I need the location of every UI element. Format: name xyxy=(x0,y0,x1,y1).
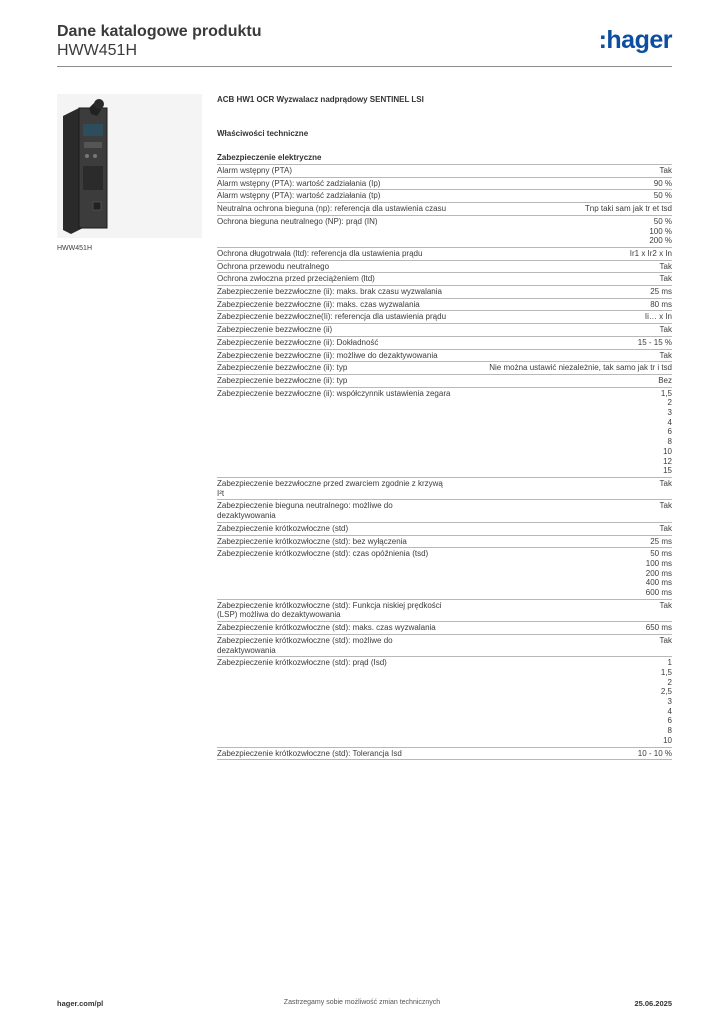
spec-label: Alarm wstępny (PTA): wartość zadziałania… xyxy=(217,178,381,188)
spec-row: Ochrona przewodu neutralnego Tak xyxy=(217,261,672,274)
spec-label: Zabezpieczenie bezzwłoczne (ii) xyxy=(217,325,333,335)
spec-label: Zabezpieczenie bezzwłoczne (ii): maks. c… xyxy=(217,299,420,309)
spec-label: Zabezpieczenie bezzwłoczne (ii): typ xyxy=(217,363,348,373)
spec-value: 10 - 10 % xyxy=(637,748,672,758)
spec-row: Zabezpieczenie krótkozwłoczne (std): prą… xyxy=(217,657,672,748)
spec-value: Tak xyxy=(659,261,672,271)
spec-value: Tak xyxy=(659,350,672,360)
spec-value: 90 % xyxy=(653,178,672,188)
spec-row: Ochrona zwłoczna przed przeciążeniem (lt… xyxy=(217,273,672,287)
product-code: HWW451H xyxy=(57,42,138,59)
spec-label: Zabezpieczenie krótkozwłoczne (std): bez… xyxy=(217,536,407,546)
spec-label: Zabezpieczenie bezzwłoczne (ii): współcz… xyxy=(217,388,451,398)
footer-website[interactable]: hager.com/pl xyxy=(57,999,104,1008)
spec-value: 650 ms xyxy=(645,623,672,633)
spec-value: 50 % 100 % 200 % xyxy=(649,216,672,246)
spec-label: Ochrona bieguna neutralnego (NP): prąd (… xyxy=(217,216,378,226)
section-title: Właściwości techniczne xyxy=(217,129,309,138)
spec-value: Tak xyxy=(659,274,672,284)
spec-row: Zabezpieczenie bezzwłoczne (ii): Dokładn… xyxy=(217,337,672,350)
spec-value: Tnp taki sam jak tr et tsd xyxy=(584,204,672,214)
spec-label: Alarm wstępny (PTA) xyxy=(217,166,292,175)
spec-row: Zabezpieczenie bezzwłoczne (ii): możliwe… xyxy=(217,350,672,363)
spec-label: Zabezpieczenie bezzwłoczne przed zwarcie… xyxy=(217,478,443,498)
spec-label: Zabezpieczenie krótkozwłoczne (std): moż… xyxy=(217,635,393,655)
spec-value: Ii… x In xyxy=(644,312,672,322)
spec-row: Ochrona bieguna neutralnego (NP): prąd (… xyxy=(217,216,672,248)
spec-value: Tak xyxy=(659,523,672,533)
spec-row: Zabezpieczenie bieguna neutralnego: możl… xyxy=(217,500,672,523)
product-image xyxy=(57,94,202,238)
spec-row: Zabezpieczenie krótkozwłoczne (std): bez… xyxy=(217,536,672,549)
trip-unit-illustration xyxy=(57,94,202,238)
spec-label: Neutralna ochrona bieguna (np): referenc… xyxy=(217,204,447,214)
image-caption: HWW451H xyxy=(57,245,93,252)
spec-row: Zabezpieczenie krótkozwłoczne (std): cza… xyxy=(217,548,672,600)
spec-label: Zabezpieczenie bezzwłoczne (ii): Dokładn… xyxy=(217,337,379,347)
spec-content: ACB HW1 OCR Wyzwalacz nadprądowy SENTINE… xyxy=(217,95,672,761)
hager-logo: :hager xyxy=(598,26,673,54)
spec-row: Zabezpieczenie bezzwłoczne(Ii): referenc… xyxy=(217,311,672,325)
spec-label: Zabezpieczenie krótkozwłoczne (std) xyxy=(217,523,349,533)
spec-label: Alarm wstępny (PTA): wartość zadziałania… xyxy=(217,191,381,201)
spec-label: Zabezpieczenie bezzwłoczne (ii): typ xyxy=(217,375,348,385)
page-header: Dane katalogowe produktu HWW451H xyxy=(57,22,677,60)
spec-value: 15 - 15 % xyxy=(637,337,672,347)
spec-row: Ochrona długotrwała (ltd): referencja dl… xyxy=(217,248,672,261)
spec-label: Ochrona zwłoczna przed przeciążeniem (lt… xyxy=(217,274,375,284)
spec-row: Neutralna ochrona bieguna (np): referenc… xyxy=(217,203,672,216)
spec-row: Zabezpieczenie krótkozwłoczne (std): mak… xyxy=(217,622,672,635)
spec-value: Tak xyxy=(659,166,672,175)
spec-value: 1,5 2 3 4 6 8 10 12 15 xyxy=(660,388,672,476)
subsection-title: Zabezpieczenie elektryczne xyxy=(217,153,322,162)
spec-value: Tak xyxy=(659,501,672,511)
spec-label: Zabezpieczenie krótkozwłoczne (std): Tol… xyxy=(217,748,402,758)
spec-row: Zabezpieczenie bezzwłoczne (ii) Tak xyxy=(217,324,672,337)
spec-row: Zabezpieczenie bezzwłoczne (ii): maks. b… xyxy=(217,286,672,299)
spec-row: Zabezpieczenie bezzwłoczne (ii): maks. c… xyxy=(217,299,672,312)
spec-label: Zabezpieczenie krótkozwłoczne (std): Fun… xyxy=(217,600,442,620)
spec-row: Zabezpieczenie bezzwłoczne (ii): typ Nie … xyxy=(217,362,672,375)
spec-label: Zabezpieczenie bezzwłoczne (ii): możliwe… xyxy=(217,350,438,360)
logo-text: hager xyxy=(606,26,672,54)
spec-value: Nie można ustawić niezależnie, tak samo … xyxy=(489,363,672,373)
spec-label: Zabezpieczenie krótkozwłoczne (std): cza… xyxy=(217,549,429,559)
spec-label: Zabezpieczenie krótkozwłoczne (std): mak… xyxy=(217,623,436,633)
product-name: ACB HW1 OCR Wyzwalacz nadprądowy SENTINE… xyxy=(217,95,424,104)
spec-label: Zabezpieczenie bezzwłoczne (ii): maks. b… xyxy=(217,287,442,297)
spec-value: 80 ms xyxy=(650,299,672,309)
spec-value: 50 ms 100 ms 200 ms 400 ms 600 ms xyxy=(645,549,672,598)
spec-row: Zabezpieczenie bezzwłoczne (ii): typ Bez xyxy=(217,375,672,388)
spec-row: Zabezpieczenie bezzwłoczne (ii): współcz… xyxy=(217,388,672,478)
spec-label: Zabezpieczenie bezzwłoczne(Ii): referenc… xyxy=(217,312,447,322)
spec-row: Zabezpieczenie bezzwłoczne przed zwarcie… xyxy=(217,478,672,501)
spec-label: Ochrona przewodu neutralnego xyxy=(217,261,330,271)
spec-row: Zabezpieczenie krótkozwłoczne (std): Fun… xyxy=(217,600,672,623)
footer-disclaimer: Zastrzegamy sobie możliwość zmian techni… xyxy=(283,999,441,1006)
spec-row: Alarm wstępny (PTA): wartość zadziałania… xyxy=(217,190,672,204)
header-divider xyxy=(57,66,672,67)
spec-row: Zabezpieczenie krótkozwłoczne (std) Tak xyxy=(217,523,672,536)
spec-row: Zabezpieczenie krótkozwłoczne (std): moż… xyxy=(217,635,672,658)
spec-value: Tak xyxy=(659,478,672,488)
spec-value: Bez xyxy=(658,375,672,385)
spec-label: Zabezpieczenie bieguna neutralnego: możl… xyxy=(217,501,393,521)
spec-row: Zabezpieczenie krótkozwłoczne (std): Tol… xyxy=(217,748,672,761)
spec-value: 25 ms xyxy=(650,536,672,546)
spec-label: Ochrona długotrwała (ltd): referencja dl… xyxy=(217,248,423,258)
spec-value: 50 % xyxy=(653,191,672,201)
page-title: Dane katalogowe produktu xyxy=(57,23,262,40)
spec-row: Alarm wstępny (PTA) Tak xyxy=(217,164,672,178)
footer-date: 25.06.2025 xyxy=(634,999,672,1008)
spec-value: Tak xyxy=(659,325,672,335)
spec-value: Tak xyxy=(659,635,672,645)
spec-value: 1 1,5 2 2,5 3 4 6 8 10 xyxy=(660,658,672,745)
spec-value: Tak xyxy=(659,600,672,610)
spec-value: 25 ms xyxy=(650,287,672,297)
spec-label: Zabezpieczenie krótkozwłoczne (std): prą… xyxy=(217,658,387,668)
spec-value: Ir1 x Ir2 x In xyxy=(629,248,672,258)
spec-row: Alarm wstępny (PTA): wartość zadziałania… xyxy=(217,178,672,191)
